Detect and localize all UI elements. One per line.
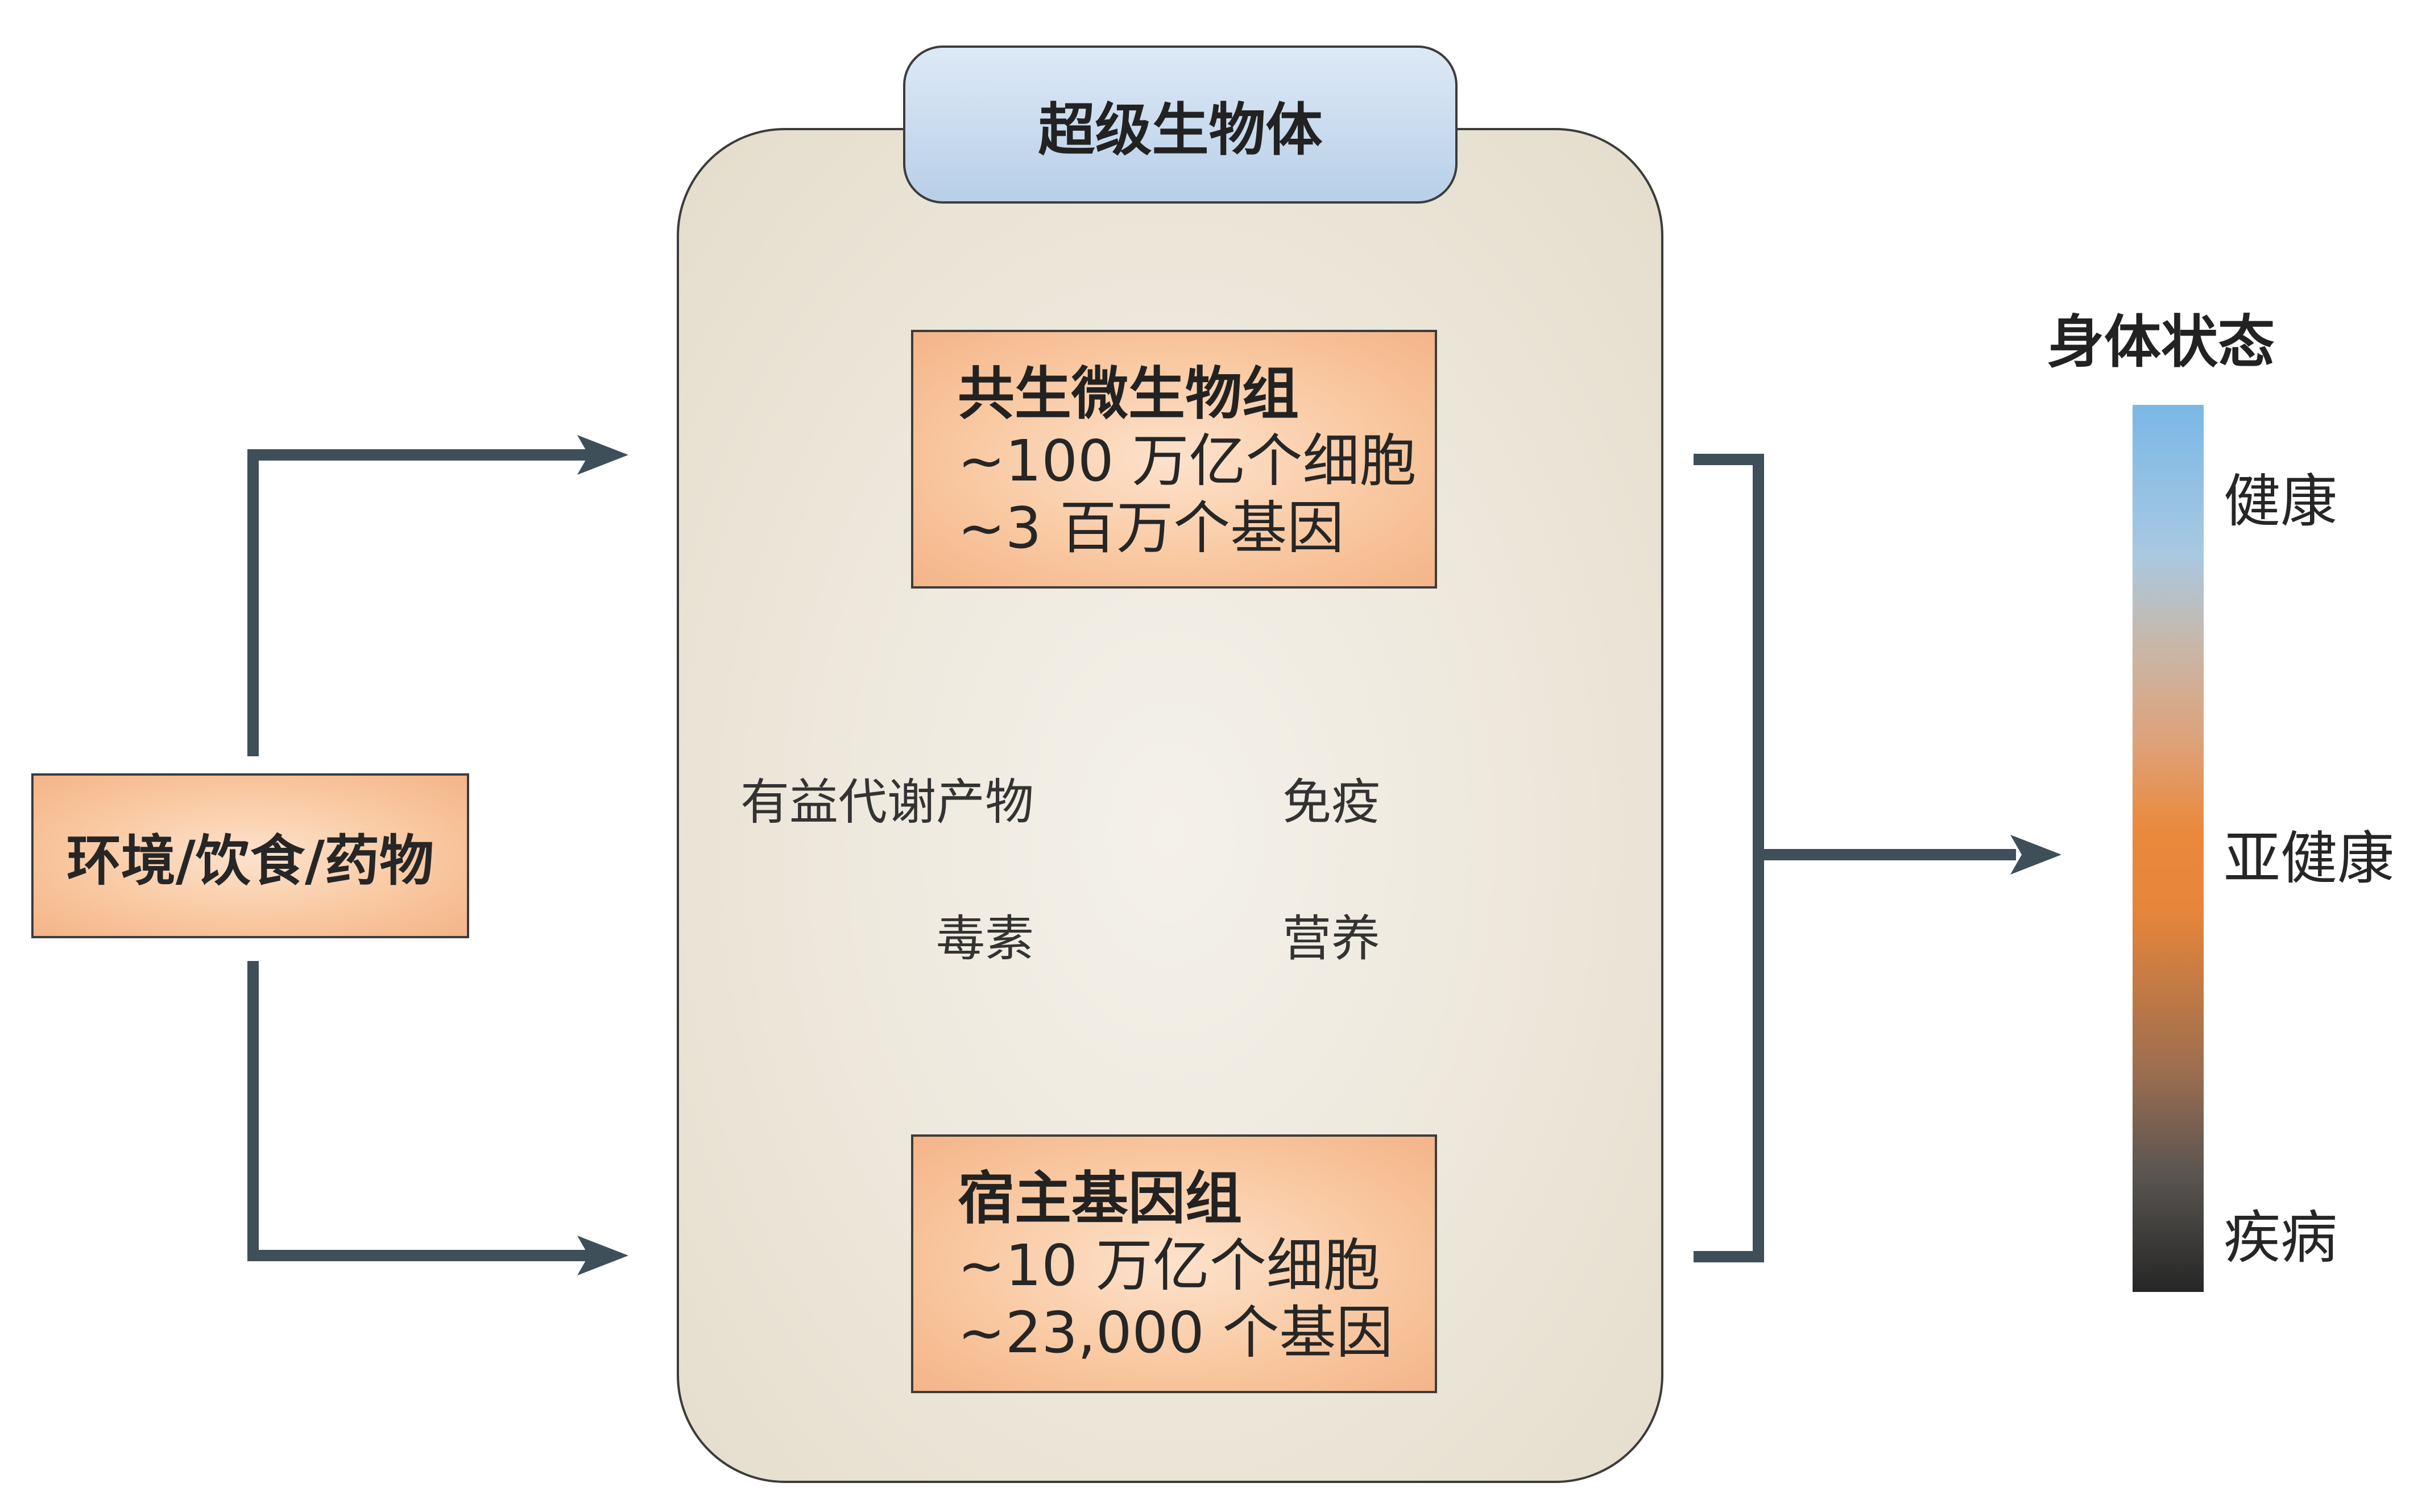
arrowhead-to-microbiome <box>577 435 628 475</box>
microbiome-cell-count: ~100 万亿个细胞 <box>958 428 1417 494</box>
state-label-subhealthy: 亚健康 <box>2224 825 2394 892</box>
microbiome-gene-count: ~3 百万个基因 <box>958 495 1344 561</box>
host-genome-title: 宿主基因组 <box>958 1165 1242 1232</box>
arrowhead-to-body-state <box>2010 835 2061 875</box>
immunity-label: 免疫 <box>1282 774 1380 831</box>
arrowhead-to-host <box>577 1236 628 1275</box>
input-to-host-line <box>247 961 589 1261</box>
beneficial-metabolites-label: 有益代谢产物 <box>740 774 1034 831</box>
health-gradient-bar <box>2133 405 2204 1292</box>
state-label-disease: 疾病 <box>2224 1204 2337 1271</box>
state-label-healthy: 健康 <box>2224 468 2337 535</box>
environment-diet-drug-box: 环境/饮食/药物 <box>31 773 469 938</box>
host-genome-box: 宿主基因组 ~10 万亿个细胞 ~23,000 个基因 <box>911 1134 1437 1393</box>
host-gene-count: ~23,000 个基因 <box>958 1299 1393 1366</box>
output-bracket <box>1694 454 1764 1262</box>
nutrition-label: 营养 <box>1282 910 1380 967</box>
microbiome-box: 共生微生物组 ~100 万亿个细胞 ~3 百万个基因 <box>911 330 1437 589</box>
input-to-microbiome-line <box>247 449 589 756</box>
microbiome-title: 共生微生物组 <box>958 361 1299 427</box>
toxins-label: 毒素 <box>936 910 1034 967</box>
superorganism-title: 超级生物体 <box>903 45 1458 204</box>
body-state-title: 身体状态 <box>2047 309 2275 375</box>
host-cell-count: ~10 万亿个细胞 <box>958 1232 1380 1299</box>
